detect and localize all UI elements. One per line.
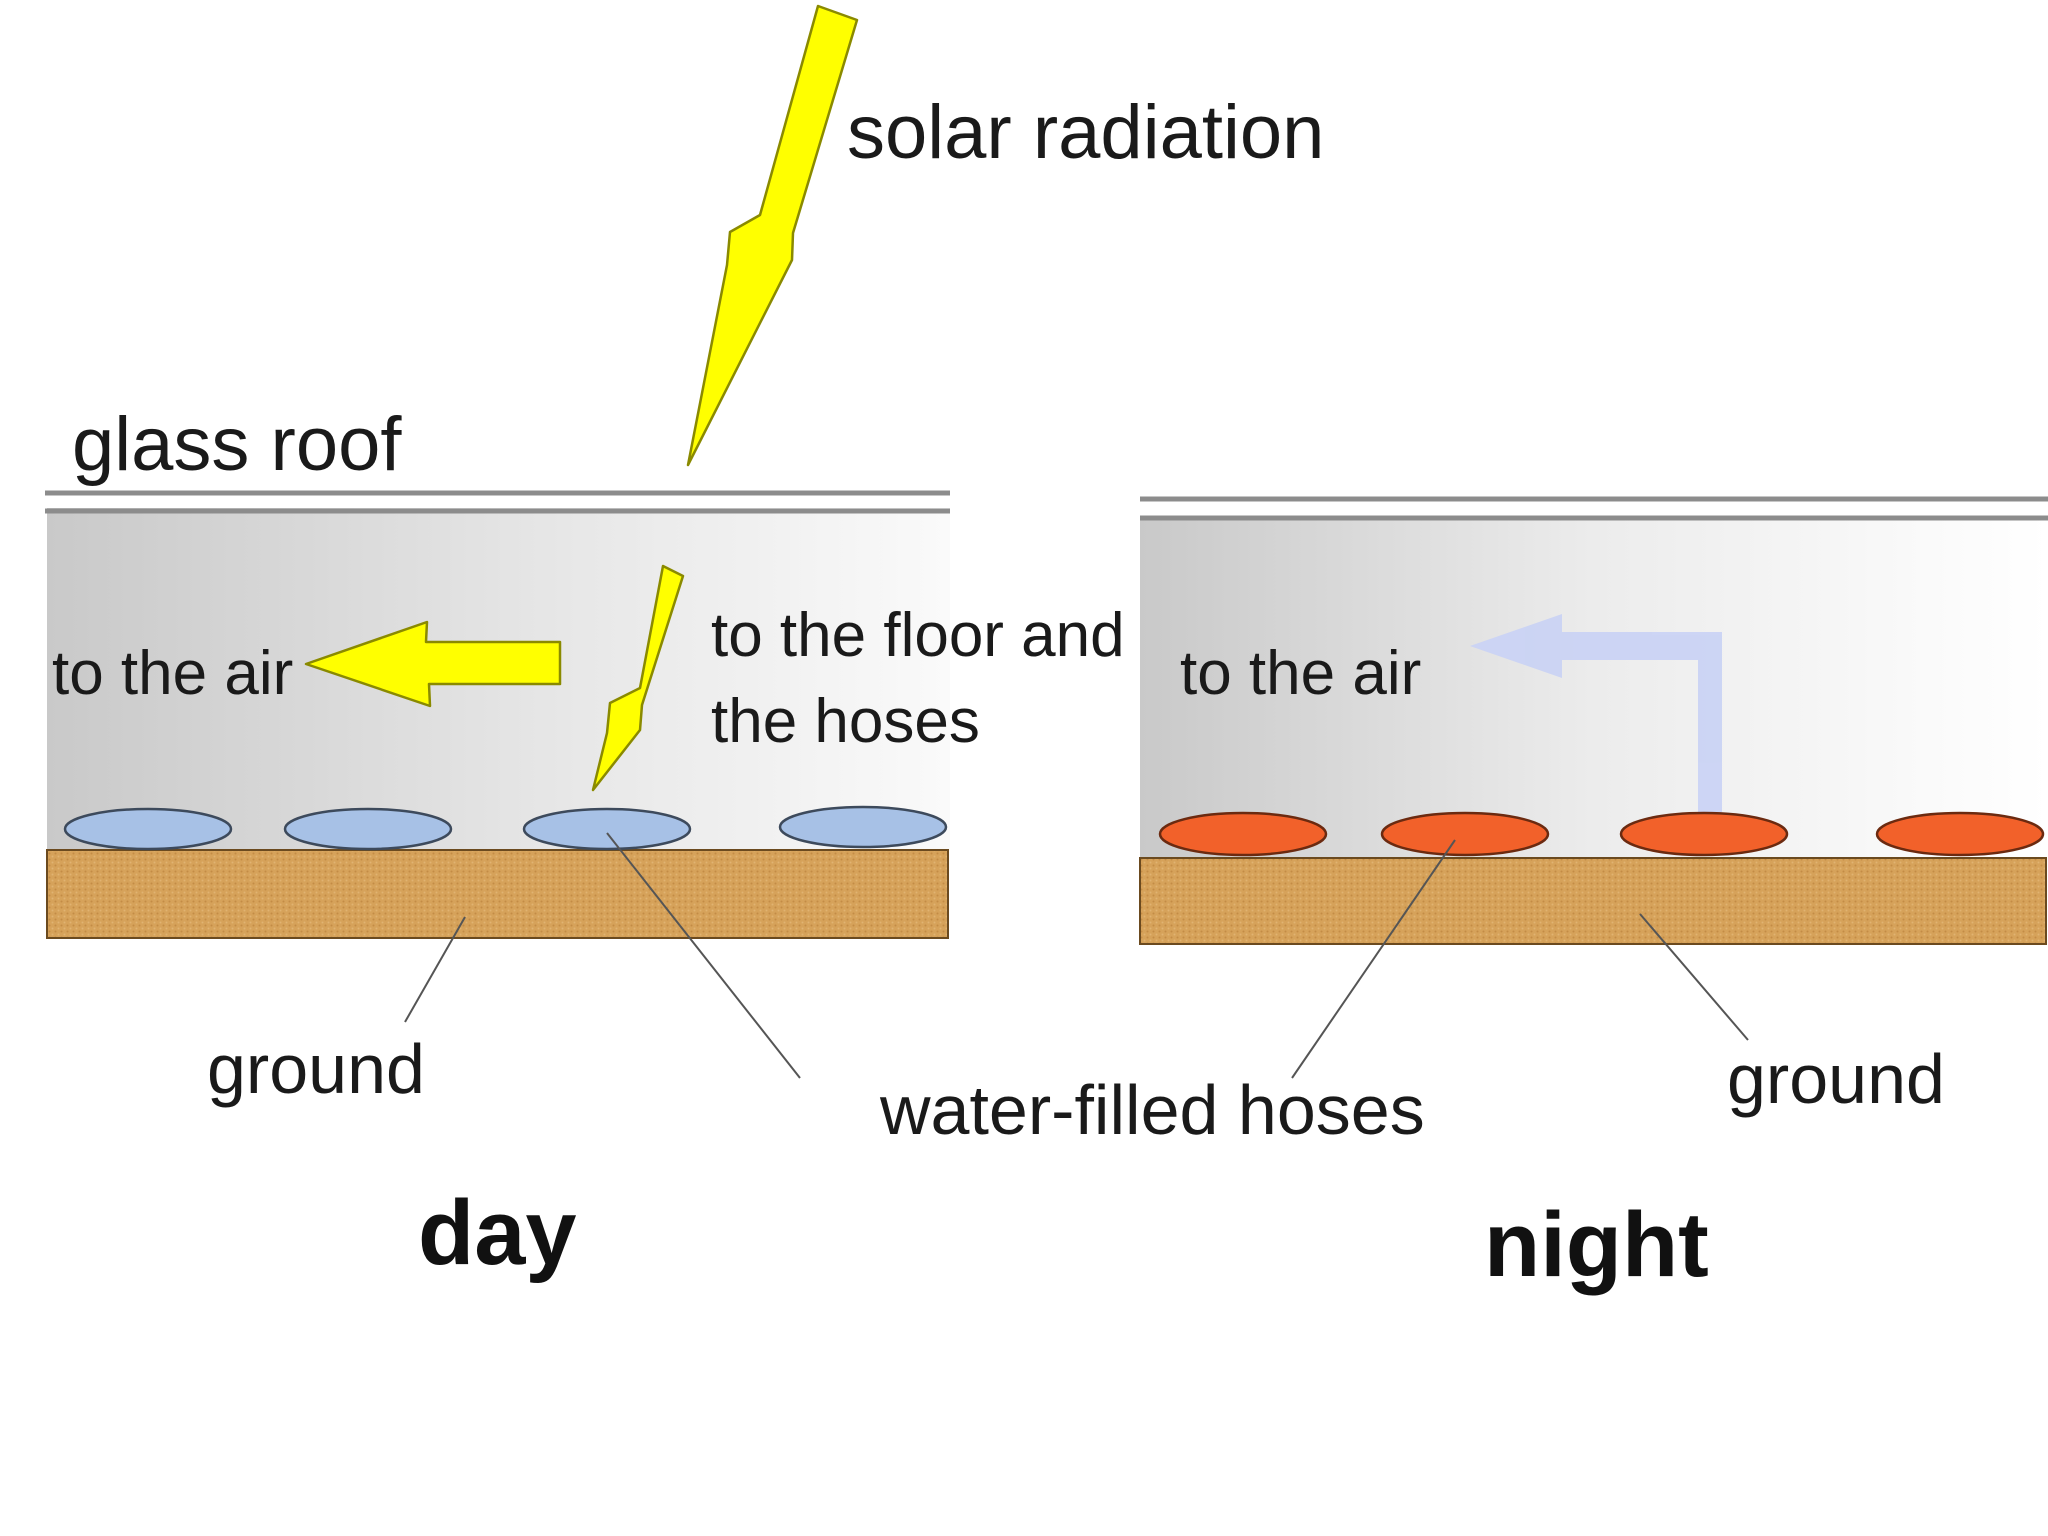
day-label: day [418, 1182, 577, 1284]
solar-radiation-arrow [688, 6, 857, 465]
to-the-air-label-day: to the air [52, 639, 293, 708]
night-label: night [1484, 1194, 1709, 1296]
glass-roof-label: glass roof [72, 402, 402, 487]
to-the-air-label-night: to the air [1180, 639, 1421, 708]
hose-warm [1160, 813, 1326, 855]
to-the-floor-label-line2: the hoses [711, 687, 980, 756]
hose-warm [1621, 813, 1787, 855]
hose-cool [524, 809, 690, 849]
day-ground [47, 850, 948, 938]
solar-radiation-label: solar radiation [847, 90, 1324, 175]
water-filled-hoses-label: water-filled hoses [879, 1071, 1425, 1149]
hose-cool [285, 809, 451, 849]
hose-warm [1877, 813, 2043, 855]
hose-cool [780, 807, 946, 847]
day-panel [45, 6, 950, 1078]
ground-label-night: ground [1727, 1040, 1945, 1118]
night-panel [1140, 499, 2048, 1078]
to-the-floor-label-line1: to the floor and [711, 601, 1125, 670]
hose-cool [65, 809, 231, 849]
ground-label-day: ground [207, 1030, 425, 1108]
hose-warm [1382, 813, 1548, 855]
night-ground [1140, 858, 2046, 944]
